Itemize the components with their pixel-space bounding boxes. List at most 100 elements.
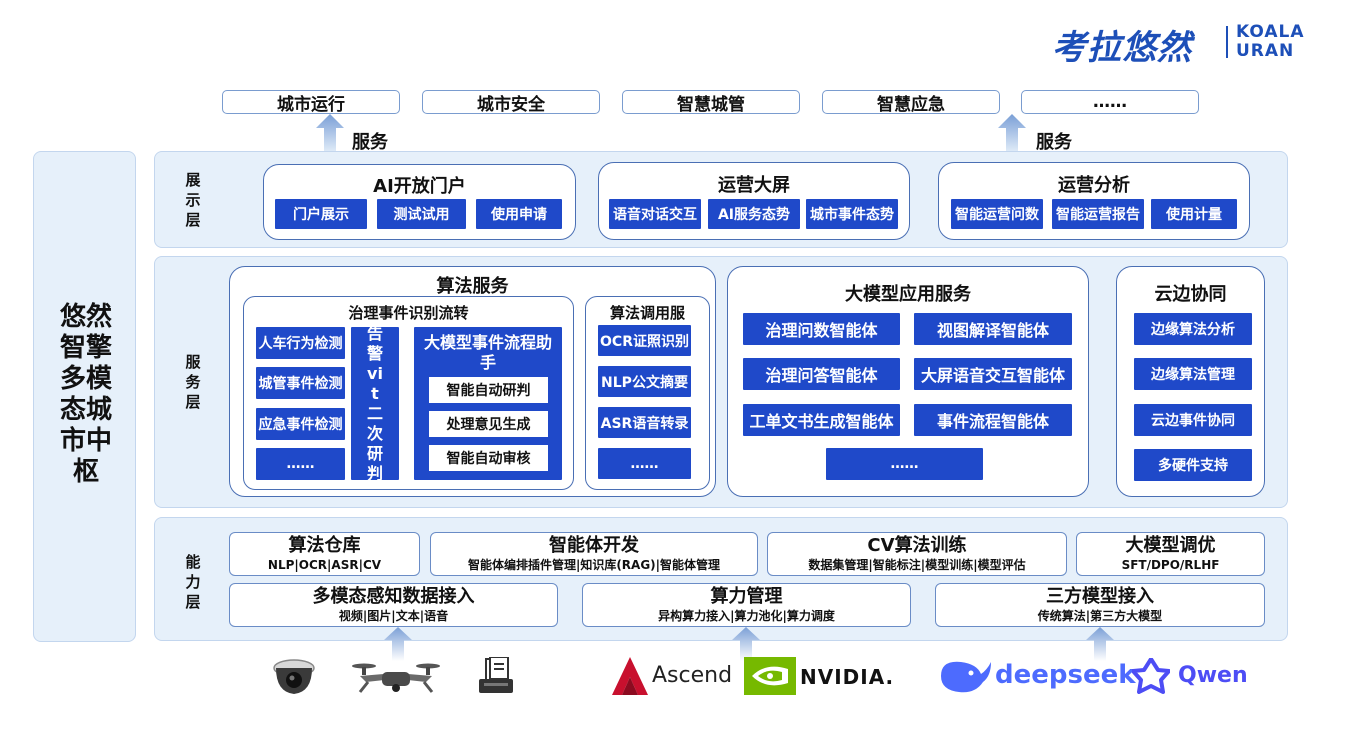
qwen-logo: Qwen [1132, 658, 1250, 696]
edge-algo-analysis: 边缘算法分析 [1134, 313, 1252, 345]
cap-multimodal-ingest: 多模态感知数据接入 视频|图片|文本|语音 [229, 583, 558, 627]
alarm-vit-review: 告警vit二次研判 [351, 324, 399, 483]
brand-name-en-2: URAN [1236, 41, 1295, 61]
invoke-asr: ASR语音转录 [598, 407, 691, 438]
cap-compute-management-sub: 异构算力接入|算力池化|算力调度 [658, 609, 835, 623]
service-arrow-right-icon [998, 114, 1026, 154]
side-title-panel: 悠然智擎多模态城市中枢 [33, 151, 136, 642]
service-label-left: 服务 [352, 132, 388, 153]
card-llm-app-title: 大模型应用服务 [845, 284, 971, 305]
document-scanner-icon [479, 657, 513, 693]
cap-third-party-models: 三方模型接入 传统算法|第三方大模型 [935, 583, 1265, 627]
card-ops-screen-title: 运营大屏 [718, 175, 790, 196]
cap-compute-management-title: 算力管理 [710, 586, 783, 607]
brand-logo: 考拉悠然 KOALA URAN [1052, 20, 1327, 68]
drone-icon [352, 663, 440, 693]
deepseek-logo: deepseek [937, 656, 1136, 696]
cap-llm-tuning-title: 大模型调优 [1125, 535, 1216, 556]
btn-portal-display: 门户展示 [275, 199, 367, 229]
btn-ai-service-status: AI服务态势 [708, 199, 800, 229]
invoke-more: …… [598, 448, 691, 479]
cap-cv-training-title: CV算法训练 [867, 535, 967, 556]
app-more: …… [1021, 90, 1199, 114]
cap-agent-dev-title: 智能体开发 [549, 535, 639, 556]
invoke-ocr: OCR证照识别 [598, 325, 691, 356]
nvidia-eye-icon [744, 657, 796, 695]
card-algo-service-title: 算法服务 [436, 276, 509, 297]
alarm-vit-review-text: 告警vit二次研判 [366, 323, 383, 483]
nvidia-logo: NVIDIA. [744, 657, 893, 695]
qwen-star-icon [1132, 658, 1170, 694]
card-ai-portal-title: AI开放门户 [373, 176, 466, 197]
btn-smart-report: 智能运营报告 [1052, 199, 1144, 229]
brand-name-cn: 考拉悠然 [1052, 28, 1192, 68]
cap-llm-tuning: 大模型调优 SFT/DPO/RLHF [1076, 532, 1265, 576]
btn-voice-interaction: 语音对话交互 [609, 199, 701, 229]
agent-more: …… [826, 448, 983, 480]
agent-governance-qa: 治理问答智能体 [743, 358, 900, 390]
app-smart-city-management: 智慧城管 [622, 90, 800, 115]
llm-flow-assistant-title: 大模型事件流程助手 [424, 333, 553, 372]
cap-compute-management: 算力管理 异构算力接入|算力池化|算力调度 [582, 583, 911, 627]
llm-auto-judge: 智能自动研判 [429, 377, 548, 403]
cap-algo-repo-sub: NLP|OCR|ASR|CV [267, 558, 382, 572]
agent-work-order-doc: 工单文书生成智能体 [743, 404, 900, 436]
service-arrow-left-icon [316, 114, 344, 154]
det-city-management: 城管事件检测 [256, 367, 345, 399]
btn-usage-metering: 使用计量 [1151, 199, 1237, 229]
cap-cv-training-sub: 数据集管理|智能标注|模型训练|模型评估 [808, 558, 1026, 572]
service-label-right: 服务 [1036, 132, 1072, 153]
cap-third-party-models-title: 三方模型接入 [1046, 586, 1154, 607]
cap-llm-tuning-sub: SFT/DPO/RLHF [1121, 558, 1220, 572]
deepseek-wordmark: deepseek [995, 660, 1136, 690]
agent-governance-query: 治理问数智能体 [743, 313, 900, 345]
agent-event-flow: 事件流程智能体 [914, 404, 1072, 436]
side-title: 悠然智擎多模态城市中枢 [59, 302, 112, 487]
btn-apply-use: 使用申请 [476, 199, 562, 229]
edge-algo-management: 边缘算法管理 [1134, 358, 1252, 390]
cap-multimodal-ingest-sub: 视频|图片|文本|语音 [338, 609, 449, 623]
ascend-mark-icon [612, 657, 648, 695]
cap-agent-dev: 智能体开发 智能体编排插件管理|知识库(RAG)|智能体管理 [430, 532, 758, 576]
capability-layer-tag: 能力层 [185, 553, 201, 611]
btn-smart-query: 智能运营问数 [951, 199, 1043, 229]
invoke-nlp: NLP公文摘要 [598, 366, 691, 397]
card-ops-analysis-title: 运营分析 [1058, 175, 1130, 196]
camera-icon [273, 659, 315, 694]
det-emergency: 应急事件检测 [256, 408, 345, 440]
edge-event-collab: 云边事件协同 [1134, 404, 1252, 436]
cap-algo-repo: 算法仓库 NLP|OCR|ASR|CV [229, 532, 420, 576]
display-layer-tag: 展示层 [185, 171, 201, 229]
cap-agent-dev-sub: 智能体编排插件管理|知识库(RAG)|智能体管理 [467, 558, 721, 572]
input-arrow-right-icon [1086, 627, 1114, 661]
agent-screen-voice: 大屏语音交互智能体 [914, 358, 1072, 390]
cap-third-party-models-sub: 传统算法|第三方大模型 [1037, 609, 1163, 623]
det-person-vehicle: 人车行为检测 [256, 327, 345, 359]
brand-divider [1226, 26, 1228, 58]
input-arrow-middle-icon [732, 627, 760, 661]
llm-opinion-gen: 处理意见生成 [429, 411, 548, 437]
service-layer-tag: 服务层 [185, 353, 201, 411]
brand-name-en-1: KOALA [1236, 22, 1305, 42]
app-smart-emergency: 智慧应急 [822, 90, 1000, 115]
btn-test-trial: 测试试用 [377, 199, 466, 229]
llm-auto-audit: 智能自动审核 [429, 445, 548, 471]
agent-view-interpret: 视图解译智能体 [914, 313, 1072, 345]
cap-multimodal-ingest-title: 多模态感知数据接入 [312, 586, 475, 607]
edge-multi-hardware: 多硬件支持 [1134, 449, 1252, 481]
nvidia-wordmark: NVIDIA. [800, 665, 895, 689]
cap-cv-training: CV算法训练 数据集管理|智能标注|模型训练|模型评估 [767, 532, 1067, 576]
card-cloud-edge-title: 云边协同 [1154, 284, 1227, 305]
ascend-logo: Ascend [612, 657, 732, 695]
cap-algo-repo-title: 算法仓库 [288, 535, 361, 556]
btn-city-event-status: 城市事件态势 [806, 199, 898, 229]
governance-flow-title: 治理事件识别流转 [348, 304, 469, 322]
app-city-safety: 城市安全 [422, 90, 600, 115]
deepseek-whale-icon [941, 661, 991, 693]
algo-invoke-title: 算法调用服 [609, 304, 685, 322]
input-arrow-left-icon [384, 627, 412, 661]
qwen-wordmark: Qwen [1178, 663, 1248, 688]
app-city-operation: 城市运行 [222, 90, 400, 115]
ascend-wordmark: Ascend [652, 663, 733, 688]
det-more: …… [256, 448, 345, 480]
